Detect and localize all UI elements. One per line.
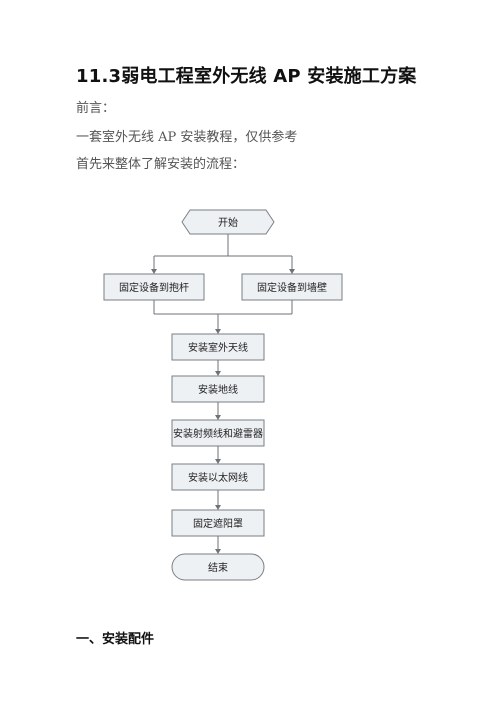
intro-paragraph: 一套室外无线 AP 安装教程，仅供参考 bbox=[76, 130, 298, 145]
document-title: 11.3弱电工程室外无线 AP 安装施工方案 bbox=[76, 66, 417, 87]
flow-step-install-antenna bbox=[171, 333, 265, 361]
flow-intro-paragraph: 首先来整体了解安装的流程： bbox=[76, 157, 246, 172]
preface-label: 前言： bbox=[76, 101, 116, 116]
flow-start-label: 开始 bbox=[218, 216, 238, 229]
flow-node-pole-mount-label: 固定设备到抱杆 bbox=[119, 281, 189, 294]
flow-start-node bbox=[181, 209, 275, 235]
flow-step-install-ethernet bbox=[171, 463, 265, 491]
section-heading: 一、安装配件 bbox=[76, 632, 155, 647]
flow-node-wall-mount-label: 固定设备到墙壁 bbox=[257, 281, 327, 294]
flow-step-install-rf-arrester bbox=[171, 419, 265, 447]
flow-node-wall-mount bbox=[241, 273, 343, 301]
installation-flowchart: 开始 固定设备到抱杆 固定设备到墙壁 安装室外天线 安装地线 安装射频线和避雷器… bbox=[103, 209, 343, 581]
flow-step-fix-sunshade-label: 固定遮阳罩 bbox=[193, 517, 243, 530]
flow-node-pole-mount bbox=[103, 273, 205, 301]
flow-step-install-rf-arrester-label: 安装射频线和避雷器 bbox=[173, 427, 263, 440]
flow-end-node bbox=[171, 553, 265, 581]
flow-end-label: 结束 bbox=[208, 561, 228, 574]
flow-step-install-antenna-label: 安装室外天线 bbox=[188, 341, 248, 354]
flow-step-install-ground-label: 安装地线 bbox=[198, 383, 238, 396]
flow-step-install-ethernet-label: 安装以太网线 bbox=[188, 471, 248, 484]
